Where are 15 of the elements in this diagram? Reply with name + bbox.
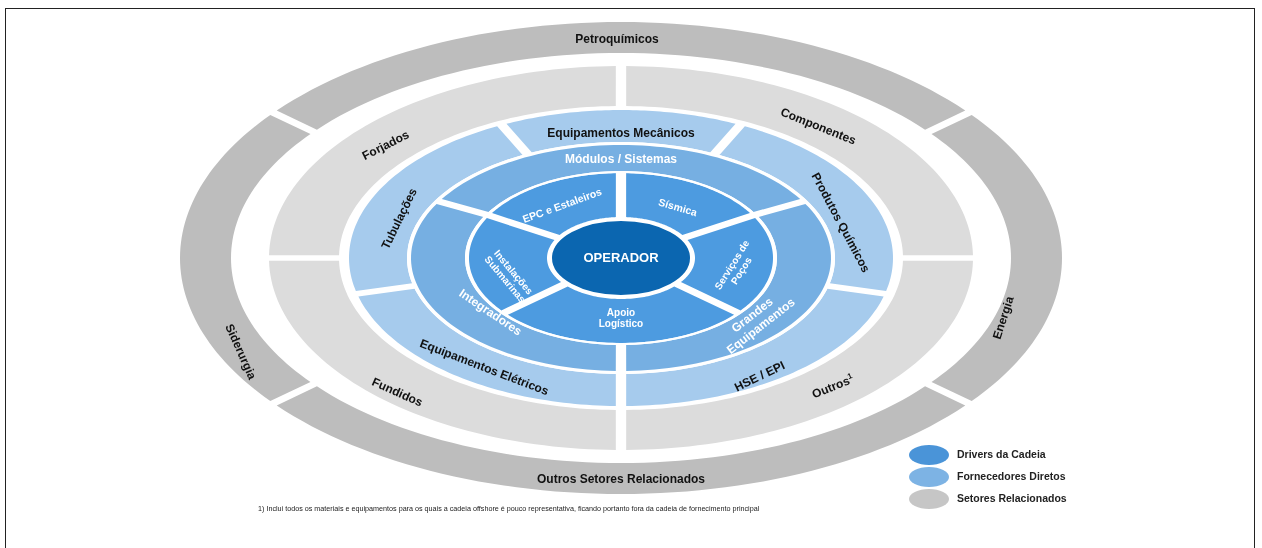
segment-label: Petroquímicos <box>575 33 659 47</box>
legend-label: Setores Relacionados <box>957 492 1067 504</box>
segment-label: Apoio Logístico <box>597 307 645 329</box>
legend-label: Fornecedores Diretos <box>957 470 1066 482</box>
ring-segment <box>626 173 750 236</box>
ring-segment <box>180 114 311 402</box>
legend-label: Drivers da Cadeia <box>957 448 1046 460</box>
ring-segment <box>931 114 1062 402</box>
segment-label: Módulos / Sistemas <box>565 153 677 167</box>
center-label: OPERADOR <box>583 250 659 266</box>
ring-segment <box>492 173 616 236</box>
segment-label: Outros Setores Relacionados <box>537 473 705 487</box>
segment-label: HSE / EPI <box>732 358 788 396</box>
segment-label: Equipamentos Mecânicos <box>547 127 695 141</box>
center-ellipse <box>550 219 692 297</box>
